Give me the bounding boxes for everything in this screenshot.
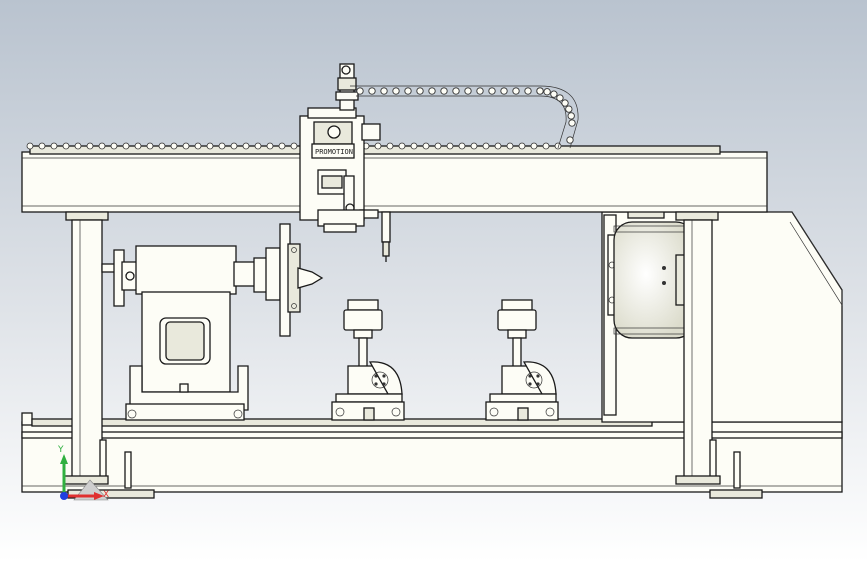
chain-link (50, 142, 58, 150)
torch-brand-label: PROMOTION (315, 148, 353, 156)
drag-chain-link (464, 87, 472, 95)
chain-link (146, 142, 154, 150)
headstock (101, 223, 324, 421)
chain-link (398, 142, 406, 150)
chain-link (254, 142, 262, 150)
y-axis-label: Y (57, 445, 64, 455)
drag-chain-link (568, 119, 576, 127)
coordinate-triad: Y X (57, 445, 109, 501)
x-axis-label: X (103, 490, 109, 500)
drag-chain-link (368, 87, 376, 95)
chain-link (194, 142, 202, 150)
y-axis-arrowhead (60, 454, 68, 464)
chain-link (38, 142, 46, 150)
drag-chain-link (476, 87, 484, 95)
chain-link (62, 142, 70, 150)
drag-chain-link (524, 87, 532, 95)
chain-link (110, 142, 118, 150)
drag-chain-link (543, 88, 551, 96)
drag-chain-link (440, 87, 448, 95)
drag-chain-link (488, 87, 496, 95)
chain-link (122, 142, 130, 150)
drag-chain-link (392, 87, 400, 95)
chain-link (230, 142, 238, 150)
chain-link (26, 142, 34, 150)
chain-link (458, 142, 466, 150)
z-axis-dot (60, 492, 68, 500)
chain-link (434, 142, 442, 150)
drag-chain-link (561, 99, 569, 107)
chain-link (530, 142, 538, 150)
chain-link (374, 142, 382, 150)
drag-chain-link (550, 90, 558, 98)
drag-chain-link (565, 105, 573, 113)
chain-link (290, 142, 298, 150)
chain-link (494, 142, 502, 150)
chain-link (446, 142, 454, 150)
drag-chain-link (452, 87, 460, 95)
chain-link (386, 142, 394, 150)
chain-link (278, 142, 286, 150)
drag-chain-link (428, 87, 436, 95)
chain-link (218, 142, 226, 150)
drag-chain-link (356, 87, 364, 95)
drag-chain-link (567, 112, 575, 120)
positioner-right (485, 299, 559, 421)
chain-link (86, 142, 94, 150)
chain-link (170, 142, 178, 150)
chain-link (242, 142, 250, 150)
positioner-left (331, 299, 405, 421)
chain-link (134, 142, 142, 150)
chain-link (74, 142, 82, 150)
x-axis-arrowhead (94, 492, 104, 500)
chain-link (470, 142, 478, 150)
right-housing (601, 209, 843, 423)
chain-link (158, 142, 166, 150)
right-chuck (607, 221, 695, 339)
chain-link (410, 142, 418, 150)
left-gantry-leg (63, 211, 109, 485)
chain-link (206, 142, 214, 150)
drag-chain-link (500, 87, 508, 95)
chain-link (422, 142, 430, 150)
drag-chain-link (512, 87, 520, 95)
drag-chain-link (416, 87, 424, 95)
chain-link (482, 142, 490, 150)
chain-link (506, 142, 514, 150)
chain-link (554, 142, 562, 150)
right-gantry-leg (675, 211, 721, 485)
drag-chain-link (404, 87, 412, 95)
torch-carriage: PROMOTION (299, 63, 391, 262)
gantry-beam (21, 145, 768, 213)
drag-chain-link (380, 87, 388, 95)
drag-chain-link (536, 87, 544, 95)
chain-link (98, 142, 106, 150)
drag-chain (350, 85, 579, 149)
chain-link (518, 142, 526, 150)
drag-chain-link (566, 136, 574, 144)
chain-link (182, 142, 190, 150)
chain-link (266, 142, 274, 150)
base-frame (21, 412, 843, 499)
drag-chain-link (556, 94, 564, 102)
chain-link (542, 142, 550, 150)
